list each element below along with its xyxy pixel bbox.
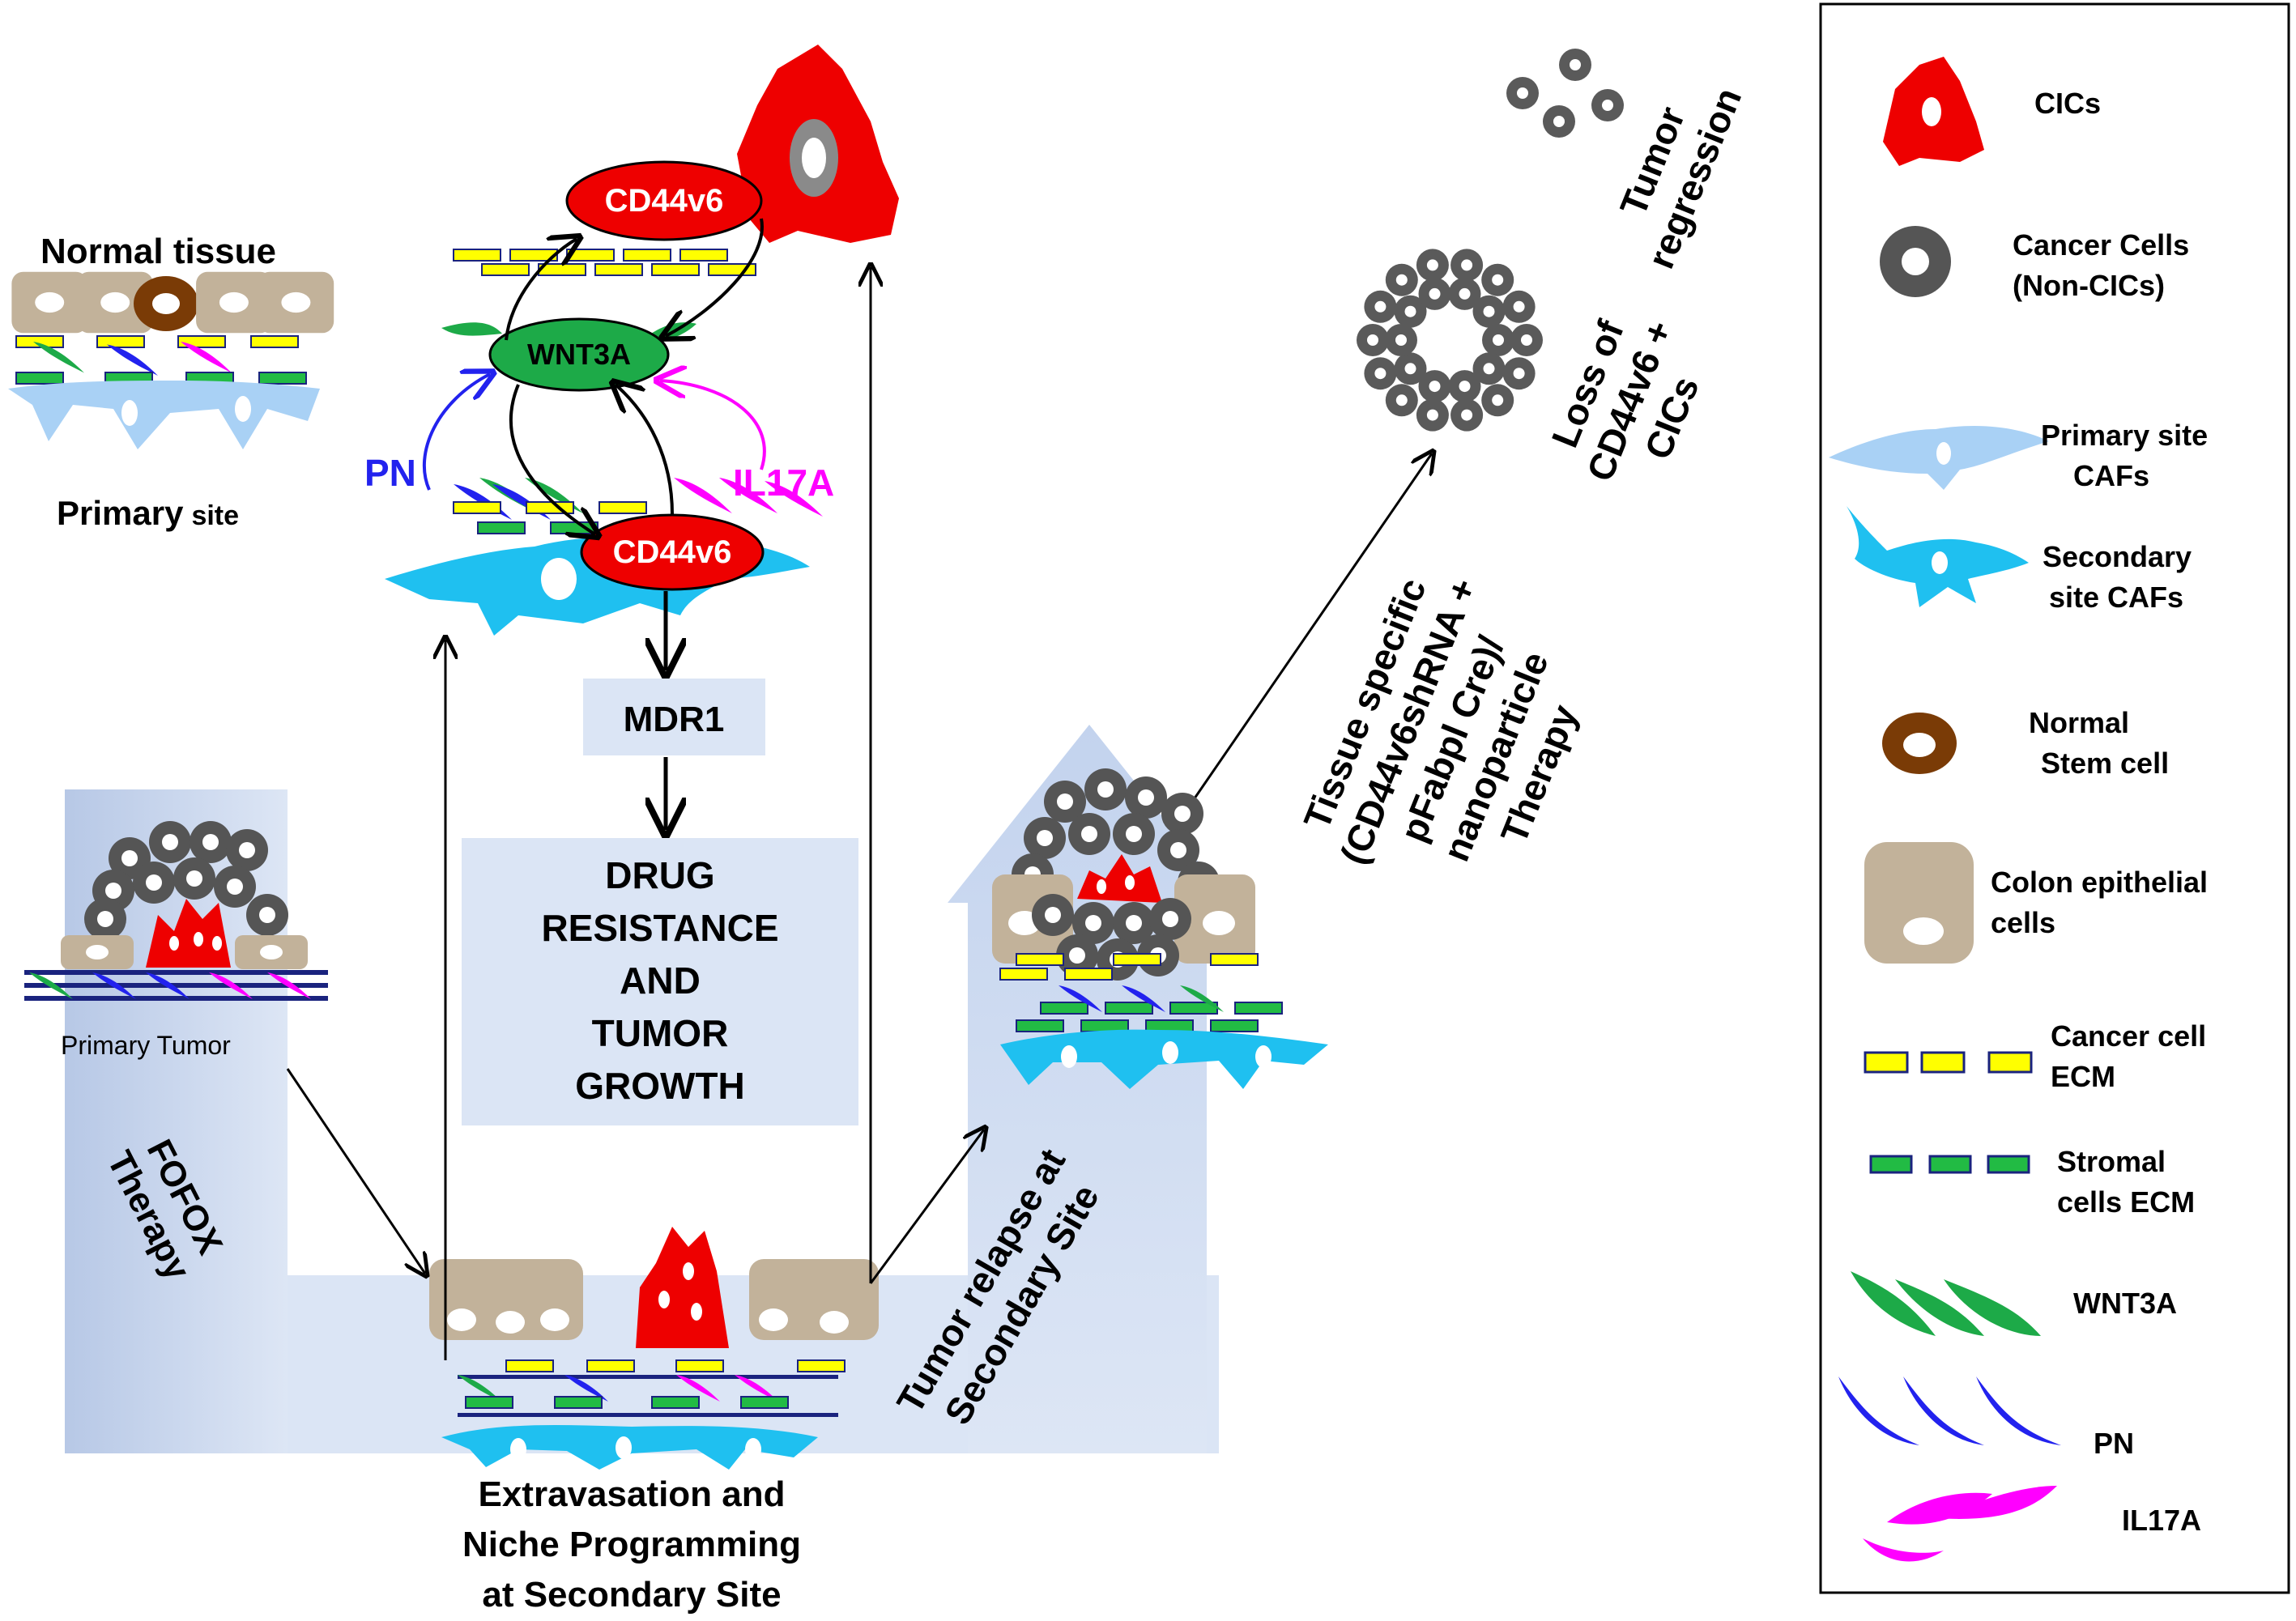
legend-label-secondary-caf-2: site CAFs <box>2049 581 2183 614</box>
svg-text:DRUG: DRUG <box>605 854 714 896</box>
mdr1-label: MDR1 <box>624 700 725 739</box>
ring-cancer-cell <box>1450 398 1484 432</box>
legend-label-cancer-ecm-2: ECM <box>2051 1060 2115 1093</box>
svg-text:at Secondary Site: at Secondary Site <box>482 1575 781 1615</box>
ring-cancer-cell <box>1416 249 1449 282</box>
secondary-caf-icon <box>1847 506 2029 607</box>
ring-cancer-cell <box>1385 384 1418 417</box>
cd44v6-bottom-label: CD44v6 <box>613 534 732 570</box>
tissue-specific-therapy-label: Tissue specific (CD44v6shRNA + pFabpl Cr… <box>1295 572 1586 870</box>
extravasation-caption: Extravasation and Niche Programming at S… <box>462 1474 801 1615</box>
legend-label-cancer-ecm-1: Cancer cell <box>2051 1019 2206 1053</box>
wnt3a-oval <box>488 317 670 392</box>
relapse-tumor-group <box>992 768 1328 1089</box>
ring-cancer-cell <box>1385 324 1417 356</box>
legend-label-epi-2: cells <box>1991 906 2055 939</box>
primary-tumor-group: Primary Tumor <box>24 821 328 1060</box>
legend-label-stromal-ecm-2: cells ECM <box>2057 1185 2195 1219</box>
svg-text:TUMOR: TUMOR <box>592 1012 729 1054</box>
ring-cancer-cell <box>1482 324 1514 356</box>
drug-resistance-box <box>462 838 858 1125</box>
ring-cancer-cell <box>1481 263 1514 296</box>
ring-cancer-cell <box>1416 398 1449 432</box>
drug-resistance-text: DRUG RESISTANCE AND TUMOR GROWTH <box>541 854 778 1107</box>
mdr1-box <box>583 679 765 755</box>
ring-cancer-cell <box>1450 249 1484 282</box>
ring-cancer-cell <box>1385 263 1418 296</box>
legend-label-cancer-cells-1: Cancer Cells <box>2013 228 2189 262</box>
stromal-ecm-icon <box>1869 1155 2030 1174</box>
legend-label-epi-1: Colon epithelial <box>1991 866 2208 899</box>
primary-tumor-label: Primary Tumor <box>61 1031 231 1060</box>
svg-text:AND: AND <box>620 959 701 1002</box>
legend-label-wnt3a: WNT3A <box>2073 1287 2177 1320</box>
ring-cancer-cell <box>1502 290 1536 323</box>
flow-arrows <box>286 267 1432 1360</box>
legend-label-primary-caf-1: Primary site <box>2041 419 2208 452</box>
legend-label-cics: CICs <box>2034 87 2101 120</box>
regression-cells <box>1506 49 1624 138</box>
cd44v6-top-label: CD44v6 <box>605 183 724 219</box>
il17a-icon <box>1863 1486 2057 1562</box>
ring-cancer-cell <box>1448 370 1481 403</box>
ring-cancer-cell <box>1481 384 1514 417</box>
legend: CICs Cancer Cells (Non-CICs) Primary sit… <box>1819 2 2290 1594</box>
wnt3a-label: WNT3A <box>527 338 631 371</box>
cancer-cell-icon <box>1880 226 1951 297</box>
ring-cancer-cell <box>1364 357 1397 390</box>
secondary-site-cluster <box>429 1227 879 1470</box>
cd44v6-bottom-oval <box>580 513 765 591</box>
svg-text:Niche Programming: Niche Programming <box>462 1525 801 1564</box>
normal-tissue-heading: Normal tissue <box>40 232 276 271</box>
ring-cancer-cell <box>1510 324 1543 356</box>
ring-cancer-cell <box>1502 357 1536 390</box>
legend-label-stromal-ecm-1: Stromal <box>2057 1145 2166 1178</box>
svg-text:Extravasation and: Extravasation and <box>478 1474 785 1514</box>
ring-cancer-cell <box>1357 324 1389 356</box>
cancer-cell-ring <box>1357 249 1543 432</box>
normal-stem-cell-icon <box>1882 713 1957 774</box>
ring-cancer-cell <box>1418 277 1451 310</box>
legend-label-stem-1: Normal <box>2029 706 2129 739</box>
legend-label-primary-caf-2: CAFs <box>2073 459 2149 492</box>
wnt3a-icon <box>1851 1271 2041 1336</box>
legend-label-il17a: IL17A <box>2122 1504 2201 1537</box>
ring-cancer-cell <box>1364 290 1397 323</box>
cd44v6-top-oval <box>565 160 763 241</box>
cancer-ecm-icon <box>1864 1051 2033 1074</box>
il17a-label: IL17A <box>733 462 834 504</box>
pn-label: PN <box>364 452 416 494</box>
loss-of-cics-label: Loss of CD44v6 + CICs <box>1543 314 1706 487</box>
primary-caf-icon <box>1829 425 2049 490</box>
svg-text:RESISTANCE: RESISTANCE <box>541 907 778 949</box>
legend-label-stem-2: Stem cell <box>2041 747 2169 780</box>
svg-text:GROWTH: GROWTH <box>575 1065 745 1107</box>
legend-label-pn: PN <box>2094 1427 2134 1460</box>
legend-label-cancer-cells-2: (Non-CICs) <box>2013 269 2165 302</box>
cic-icon <box>1883 57 1984 166</box>
ring-cancer-cell <box>1394 352 1427 385</box>
colon-epithelial-cell-icon <box>1864 842 1974 964</box>
niche-group: CD44v6 WNT3A CD44v6 PN IL17A MDR1 DRUG R… <box>364 45 899 1107</box>
legend-label-secondary-caf-1: Secondary <box>2043 540 2192 573</box>
ring-cancer-cell <box>1472 295 1506 328</box>
